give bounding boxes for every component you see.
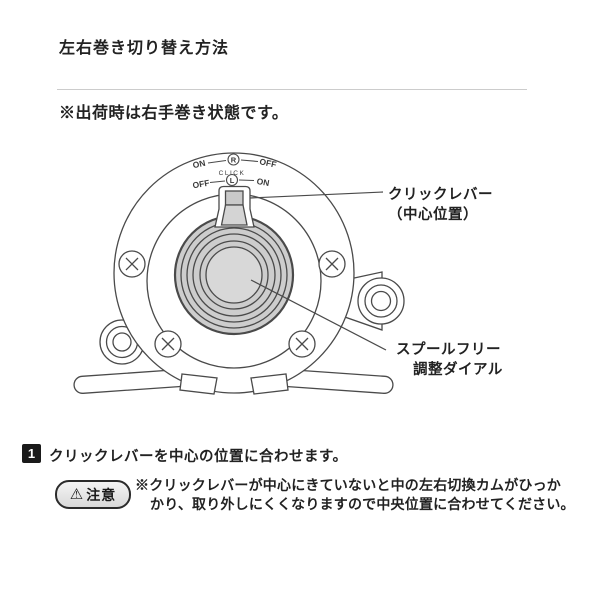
marking-off-r: OFF xyxy=(259,156,278,169)
click-lever xyxy=(214,185,255,228)
label-spool-free-dial: スプールフリー 調整ダイアル xyxy=(396,340,503,380)
screw-icon xyxy=(154,330,182,358)
leader-line-click-lever xyxy=(249,191,384,199)
label-spool-line1: スプールフリー xyxy=(396,342,501,358)
spool-free-dial xyxy=(173,214,295,336)
foot-tab-right xyxy=(250,373,289,395)
caution-badge: ⚠ 注意 xyxy=(55,480,131,509)
step-1: 1 クリックレバーを中心の位置に合わせます。 xyxy=(22,444,348,466)
marking-off-l: OFF xyxy=(192,178,210,191)
leader-line-spool-dial xyxy=(250,279,387,351)
warning-triangle-icon: ⚠ xyxy=(69,486,84,503)
label-click-lever-line2: （中心位置） xyxy=(388,207,478,223)
label-click-lever-line1: クリックレバー xyxy=(388,187,493,203)
marking-l-symbol: L xyxy=(230,176,235,185)
marking-click: CLICK xyxy=(219,170,246,177)
label-click-lever: クリックレバー （中心位置） xyxy=(388,185,493,225)
screw-icon xyxy=(118,250,146,278)
marking-on-l: ON xyxy=(256,176,270,188)
right-lug xyxy=(357,277,405,325)
caution-text-line1: ※クリックレバーが中心にきていないと中の左右切換カムがひっか xyxy=(135,477,561,493)
marking-on-r: ON xyxy=(192,158,207,170)
caution-text-line2: かり、取り外しにくくなりますので中央位置に合わせてください。 xyxy=(150,496,575,512)
step-text: クリックレバーを中心の位置に合わせます。 xyxy=(49,449,348,465)
shipping-note: ※出荷時は右手巻き状態です。 xyxy=(59,105,289,122)
foot-tab-left xyxy=(179,373,218,395)
screw-icon xyxy=(288,330,316,358)
divider-line xyxy=(57,89,527,90)
marking-r-symbol: R xyxy=(231,156,237,165)
caution-text: ※クリックレバーが中心にきていないと中の左右切換カムがひっか かり、取り外しにく… xyxy=(135,476,575,514)
lever-position-markings: ON R OFF CLICK OFF L ON xyxy=(192,153,278,191)
screw-icon xyxy=(318,250,346,278)
step-number-badge: 1 xyxy=(22,444,41,463)
left-lug xyxy=(99,319,145,365)
label-spool-line2: 調整ダイアル xyxy=(413,362,503,378)
page-title: 左右巻き切り替え方法 xyxy=(59,40,230,57)
caution-badge-label: 注意 xyxy=(86,486,117,503)
